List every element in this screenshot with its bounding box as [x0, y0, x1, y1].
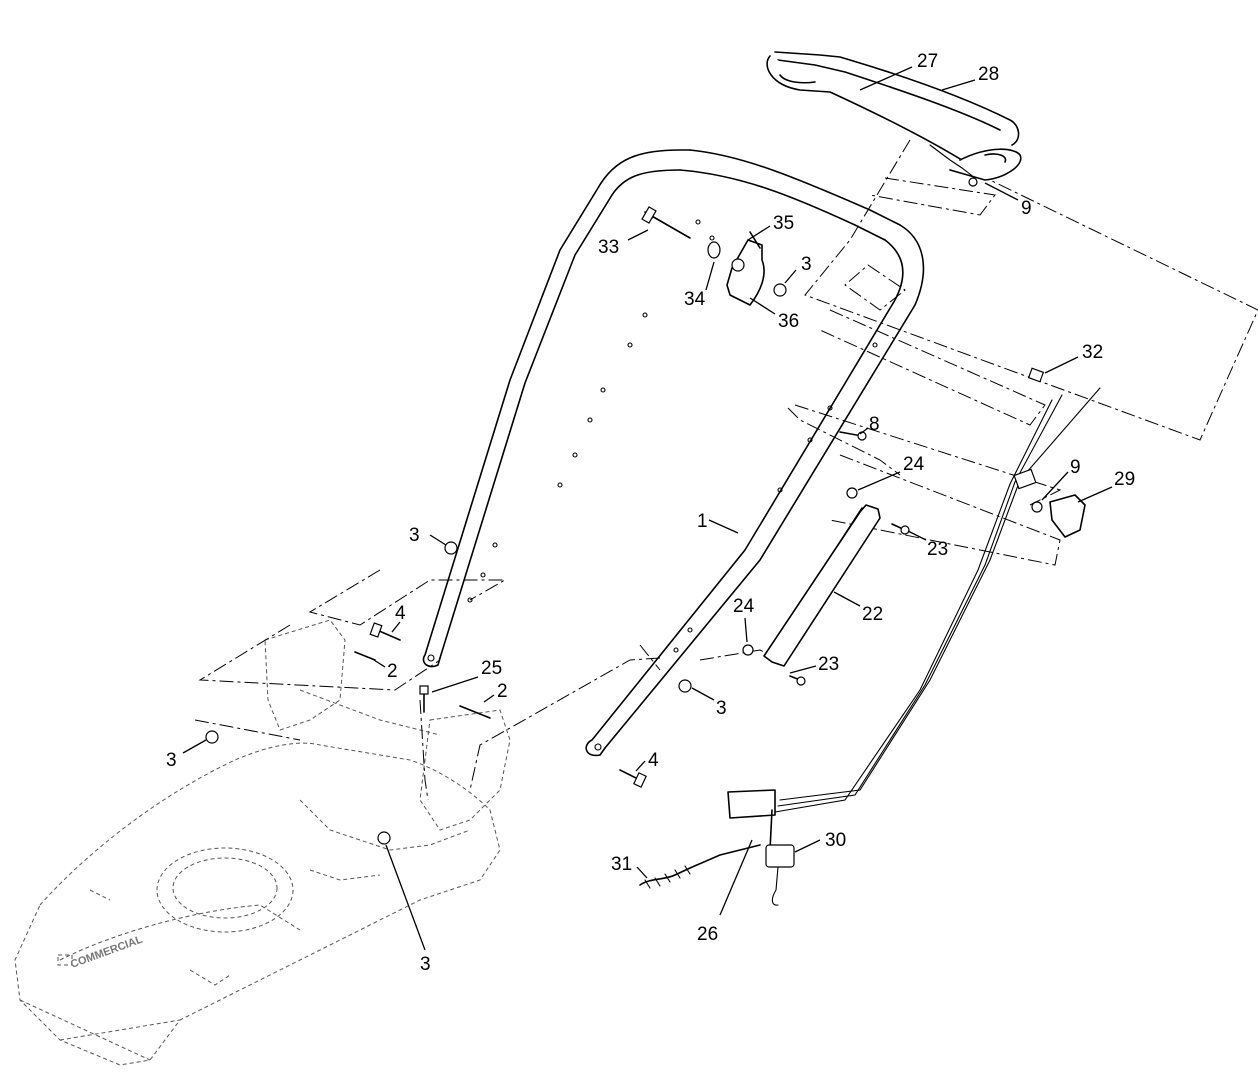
callout-8: 8: [869, 414, 880, 435]
callout-32: 32: [1082, 342, 1103, 363]
control-bail: [766, 51, 1022, 187]
callout-26: 26: [697, 924, 718, 945]
callout-4-left: 4: [395, 603, 406, 624]
callout-9-lower: 9: [1070, 457, 1081, 478]
callout-23-lower: 23: [818, 654, 839, 675]
leader-lines: [182, 66, 1113, 951]
callout-2-right: 2: [497, 681, 508, 702]
callout-27: 27: [917, 51, 938, 72]
callout-24-upper: 24: [903, 454, 925, 475]
phantom-lines: [194, 139, 1258, 801]
callout-4-right: 4: [648, 750, 659, 771]
callout-29: 29: [1114, 469, 1135, 490]
callout-22: 22: [862, 604, 883, 625]
callout-3-right-handle: 3: [716, 698, 727, 719]
callout-3-bracket: 3: [801, 254, 812, 275]
callout-1: 1: [697, 511, 708, 532]
callout-23-upper: 23: [927, 539, 948, 560]
callout-3-left-handle: 3: [409, 525, 420, 546]
callout-24-lower: 24: [733, 596, 755, 617]
callout-3-deck-left: 3: [166, 750, 177, 771]
callout-31: 31: [611, 854, 632, 875]
callout-35: 35: [773, 213, 794, 234]
mower-deck-ghost: COMMERCIAL: [14, 619, 511, 1066]
callout-25: 25: [481, 658, 502, 679]
callout-3-deck-bottom: 3: [420, 954, 431, 975]
callout-9-top: 9: [1021, 198, 1032, 219]
callout-30: 30: [825, 830, 846, 851]
callout-2-left: 2: [387, 661, 398, 682]
callout-36: 36: [778, 311, 799, 332]
callout-28: 28: [978, 64, 999, 85]
deck-brand-text: COMMERCIAL: [69, 934, 145, 971]
callout-labels: 27 28 9 35 33 3 34 36 32 8 24 9 29 1 23 …: [166, 51, 1135, 975]
callout-33: 33: [598, 237, 619, 258]
upper-handle: [422, 149, 925, 757]
hardware: [205, 206, 1101, 906]
callout-34: 34: [684, 289, 706, 310]
